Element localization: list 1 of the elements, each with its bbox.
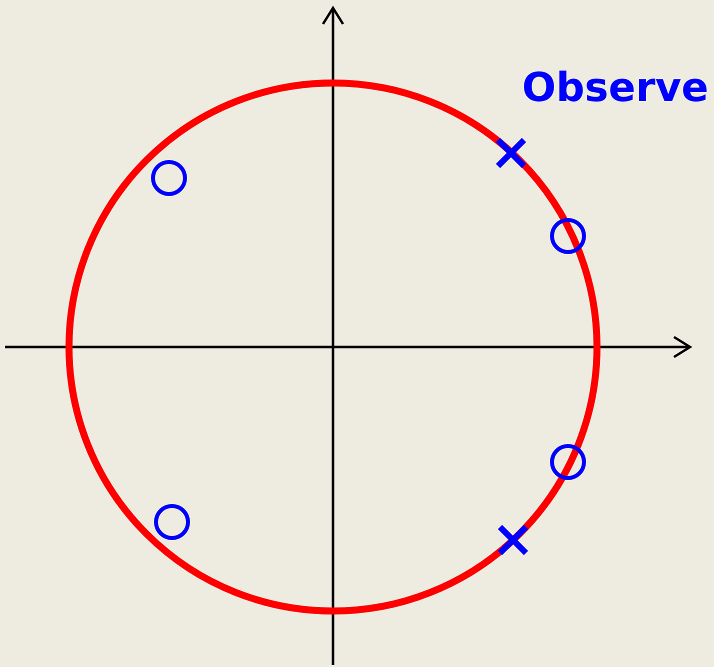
annotation-text: Observe [522, 68, 709, 108]
